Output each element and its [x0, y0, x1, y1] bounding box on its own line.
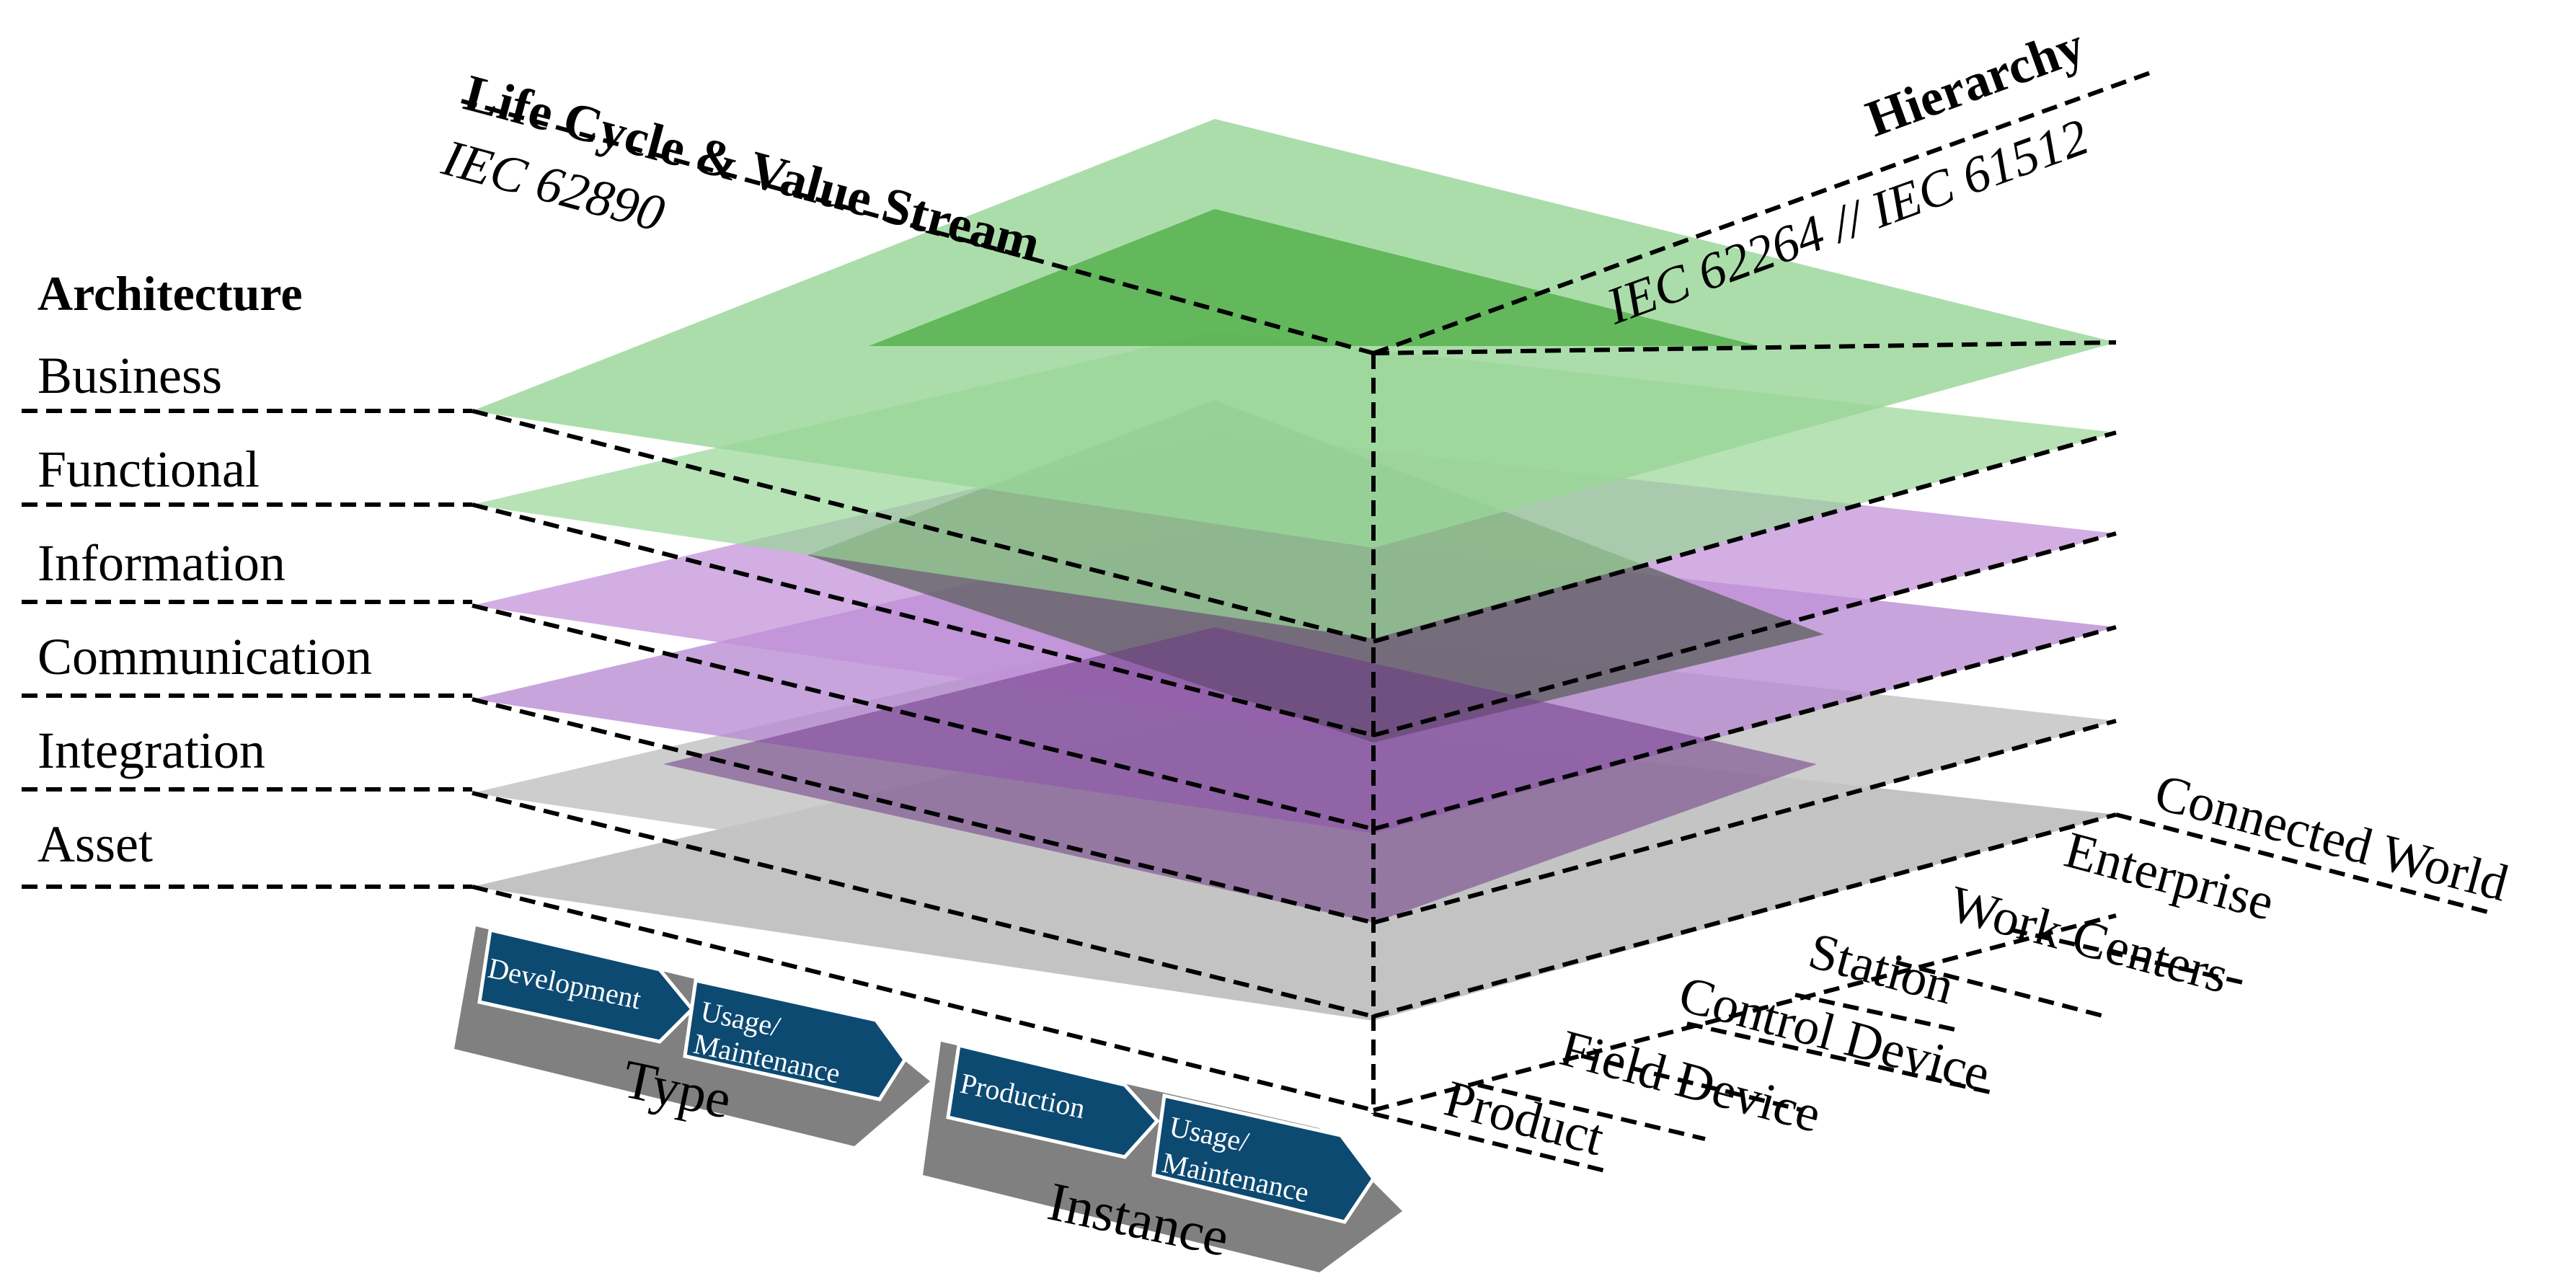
phase-type-usage-arrow [683, 978, 908, 1102]
layer-guides [22, 70, 2488, 1174]
layer-label-functional: Functional [37, 440, 260, 498]
life-cycle-type-group: Development Usage/ Maintenance Type [454, 926, 930, 1146]
phase-production-arrow [946, 1042, 1160, 1159]
layer-label-integration: Integration [37, 722, 265, 779]
layer-label-communication: Communication [37, 628, 372, 686]
layer-label-information: Information [37, 534, 286, 592]
layer-planes [472, 119, 2116, 1021]
phase-instance-usage-arrow [1151, 1093, 1376, 1224]
layer-label-asset: Asset [37, 815, 153, 873]
plane-inner-purple [663, 627, 1817, 923]
plane-business-dark [869, 209, 1759, 346]
phase-development-arrow [477, 927, 695, 1044]
life-cycle-instance-group: Production Usage/ Maintenance Instance [923, 1042, 1402, 1272]
layer-labels: Business Functional Information Communic… [37, 347, 372, 873]
layer-label-business: Business [37, 347, 222, 404]
architecture-title: Architecture [37, 266, 303, 321]
